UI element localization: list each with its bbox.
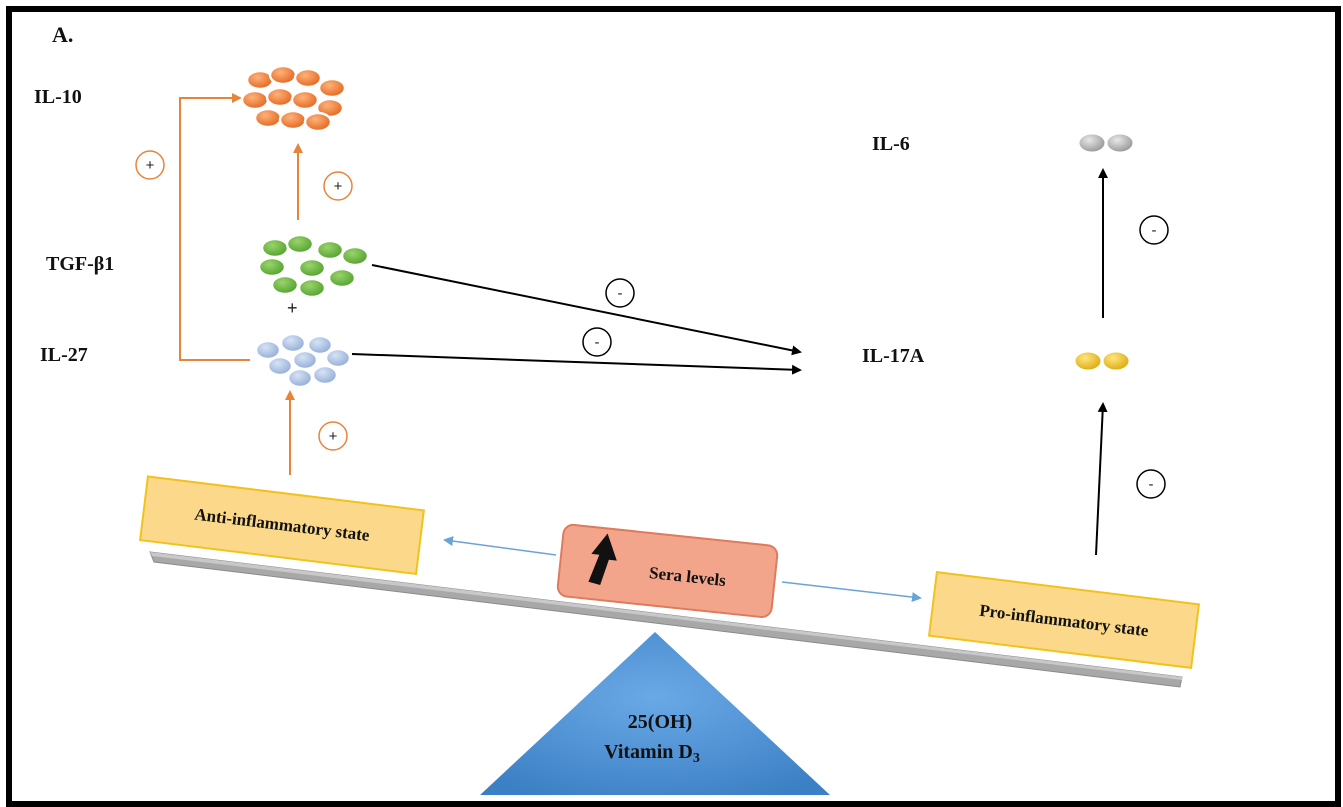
arrow-state-to-il17a [1095, 402, 1108, 556]
up-arrow-icon [588, 533, 617, 585]
arrow-il27-to-il10 [179, 93, 250, 361]
label-il10: IL-10 [34, 86, 82, 108]
panel-label: A. [52, 22, 73, 47]
svg-text:+: + [146, 157, 155, 174]
sign-tgfb1-to-il17a: - [605, 278, 635, 308]
tgfb1-molecule-cluster-icon [257, 233, 370, 299]
vitamin-line1: 25(OH) [628, 711, 692, 733]
arrow-sera-to-pro [781, 581, 922, 603]
vitamin-line2: Vitamin D3 [604, 741, 700, 766]
label-tgfb1: TGF-β1 [46, 253, 114, 275]
sign-state-to-il17a: - [1136, 469, 1166, 499]
il6-molecule-pair-icon [1076, 131, 1136, 155]
arrow-tgfb1-to-il17a [371, 264, 802, 356]
svg-text:-: - [1149, 476, 1154, 493]
sign-il27-to-il10: + [135, 150, 165, 180]
sign-il17a-to-il6: - [1139, 215, 1169, 245]
label-il27: IL-27 [40, 344, 88, 366]
svg-text:-: - [595, 334, 600, 351]
sign-tgfb1-to-il10: + [323, 171, 353, 201]
svg-text:-: - [1152, 222, 1157, 239]
sign-il27-to-il17a: - [582, 327, 612, 357]
label-il6: IL-6 [872, 133, 910, 155]
vitamin-d-fulcrum [480, 632, 830, 795]
svg-text:+: + [329, 428, 338, 445]
il27-molecule-cluster-icon [254, 332, 352, 389]
arrow-sera-to-anti [443, 536, 557, 556]
anti-inflammatory-state-box: Anti-inflammatory state [139, 475, 425, 576]
il10-molecule-cluster-icon [240, 64, 347, 133]
il17a-molecule-pair-icon [1072, 349, 1132, 373]
balance-beam-highlight [150, 552, 1182, 680]
sign-state-to-il27: + [318, 421, 348, 451]
arrow-il27-to-il17a [351, 353, 802, 375]
pro-inflammatory-state-box: Pro-inflammatory state [927, 571, 1201, 669]
plus-tgfb1-il27: + [287, 298, 298, 318]
sera-levels-box: Sera levels [556, 523, 779, 618]
svg-text:+: + [334, 178, 343, 195]
label-il17a: IL-17A [862, 345, 925, 367]
svg-text:-: - [618, 285, 623, 302]
